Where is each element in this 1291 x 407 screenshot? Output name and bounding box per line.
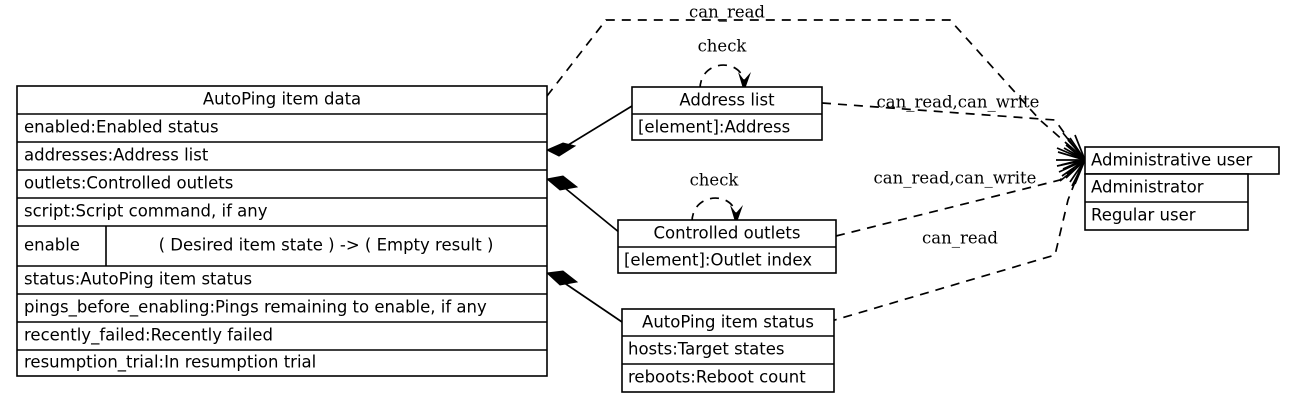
method-enable-signature: ( Desired item state ) -> ( Empty result…	[159, 236, 494, 255]
administrative-user-header: Administrative user	[1091, 151, 1253, 170]
arrowheads-administrative-user	[1056, 132, 1088, 187]
administrative-user-row-administrator: Administrator	[1091, 178, 1204, 197]
autoping-item-status-header: AutoPing item status	[642, 313, 814, 332]
label-check-controlled-outlets: check	[690, 171, 740, 190]
check-loops	[691, 64, 751, 225]
edge-addresses-to-address-list	[559, 105, 633, 151]
label-can-read-can-write-address: can_read,can_write	[877, 93, 1040, 112]
attribute-status: status:AutoPing item status	[24, 270, 252, 289]
autoping-item-status-row-hosts: hosts:Target states	[628, 340, 784, 359]
administrative-user-header-outline	[1084, 146, 1280, 175]
label-check-address-list: check	[698, 37, 748, 56]
edge-status-to-item-status	[559, 279, 623, 323]
edge-outlets-to-controlled-outlets	[559, 183, 621, 234]
label-can-read-can-write-outlets: can_read,can_write	[874, 169, 1037, 188]
attribute-pings-before-enabling: pings_before_enabling:Pings remaining to…	[24, 298, 487, 318]
class-box-autoping-item-status[interactable]: AutoPing item status hosts:Target states…	[621, 308, 835, 393]
administrative-user-row-regular-user: Regular user	[1091, 206, 1196, 225]
edge-label-group: can_read check check can_read,can_write …	[689, 3, 1039, 248]
edge-can-read-top	[546, 19, 1083, 158]
autoping-item-status-row-reboots: reboots:Reboot count	[628, 368, 806, 387]
label-can-read-status: can_read	[922, 229, 998, 248]
address-list-header: Address list	[679, 91, 775, 110]
attribute-script: script:Script command, if any	[24, 202, 268, 221]
diamond-outlets	[545, 175, 579, 191]
composition-edges	[545, 105, 633, 323]
class-box-address-list[interactable]: Address list [element]:Address	[631, 86, 823, 141]
attribute-recently-failed: recently_failed:Recently failed	[24, 326, 273, 346]
arrowhead-check-address-list	[738, 72, 751, 92]
loop-check-address-list	[699, 64, 745, 90]
label-can-read-top: can_read	[689, 3, 765, 22]
attribute-resumption-trial: resumption_trial:In resumption trial	[24, 353, 316, 373]
diamond-addresses	[545, 142, 577, 157]
address-list-row-element: [element]:Address	[638, 118, 790, 137]
arrowhead-check-controlled-outlets	[730, 205, 743, 225]
attribute-enabled: enabled:Enabled status	[24, 118, 219, 137]
autoping-item-status-outline	[621, 308, 835, 393]
class-box-administrative-user[interactable]: Administrative user Administrator Regula…	[1084, 146, 1280, 231]
attribute-outlets: outlets:Controlled outlets	[24, 174, 233, 193]
attribute-addresses: addresses:Address list	[24, 146, 209, 165]
controlled-outlets-header: Controlled outlets	[654, 224, 801, 243]
method-enable-name: enable	[24, 236, 80, 255]
diamond-status	[545, 270, 579, 286]
controlled-outlets-row-element: [element]:Outlet index	[624, 251, 812, 270]
autoping-item-data-header: AutoPing item data	[203, 90, 361, 109]
class-box-autoping-item-data[interactable]: AutoPing item data enabled:Enabled statu…	[16, 85, 548, 377]
class-box-controlled-outlets[interactable]: Controlled outlets [element]:Outlet inde…	[617, 219, 837, 274]
loop-check-controlled-outlets	[691, 197, 737, 223]
